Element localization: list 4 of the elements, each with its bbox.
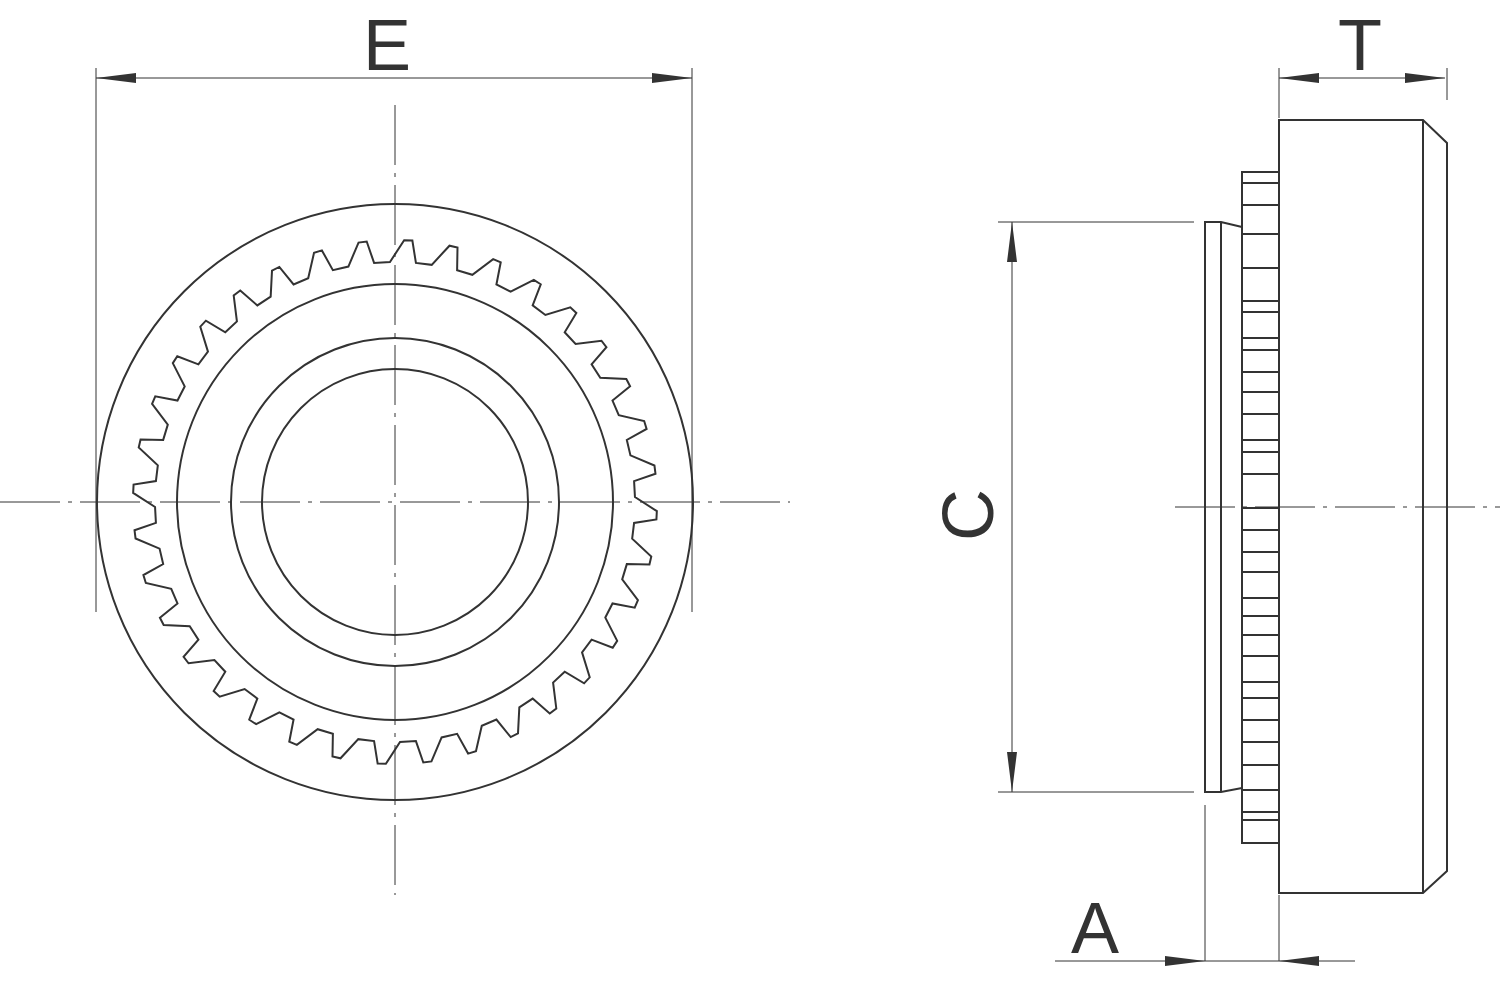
dimension-label: A (1071, 892, 1119, 964)
dimension-label: T (1338, 9, 1382, 81)
dimension-label: E (363, 9, 411, 81)
dimension-label: C (932, 489, 1004, 541)
